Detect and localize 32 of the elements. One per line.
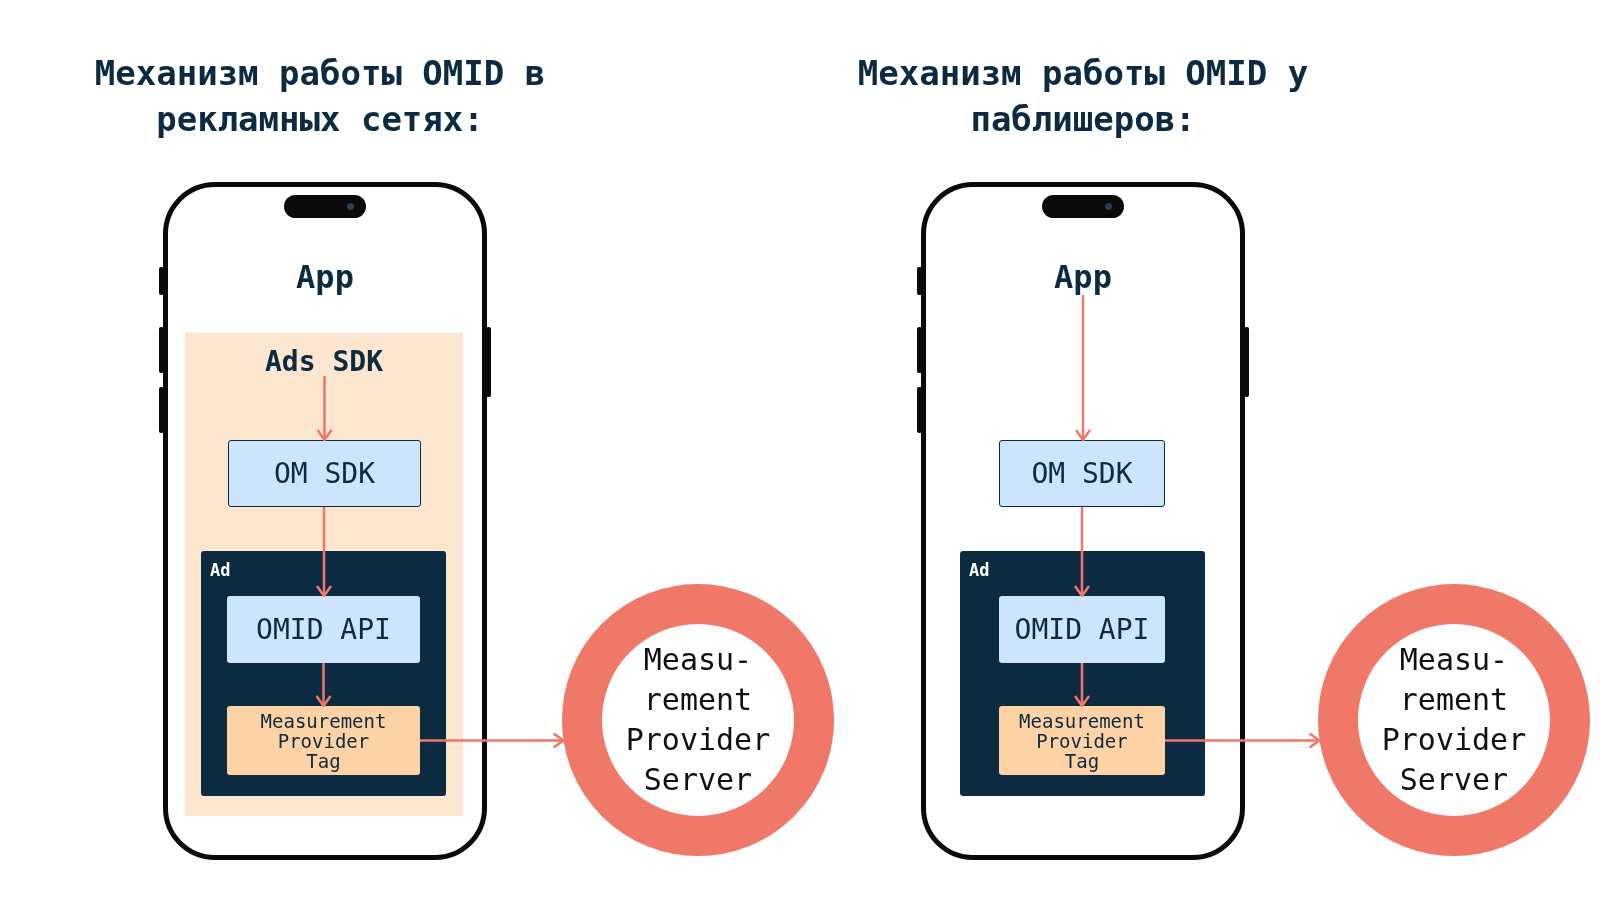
box-label: Measurement Provider Tag [1018,710,1146,771]
box-label: OM SDK [1031,457,1133,490]
arrow [420,732,565,749]
app-heading: App [1054,259,1112,295]
arrow [1074,295,1092,442]
box-label: Measurement Provider Tag [259,710,388,771]
box-label: OM SDK [273,457,376,490]
arrow [1165,732,1321,749]
diagram-heading: Механизм работы OMID у паблишеров: [856,52,1310,141]
process-box [999,440,1165,507]
panel-heading: Ad [969,560,990,580]
panel-heading: Ads SDK [264,345,384,378]
arrow [1073,663,1091,708]
process-box [227,706,420,775]
ad-panel [201,551,446,796]
app-heading: App [296,259,354,295]
arrow [316,376,333,442]
process-box [999,706,1165,775]
process-box [999,596,1165,663]
diagram-heading: Механизм работы OMID в рекламных сетях: [93,52,547,141]
ad-panel [960,551,1205,796]
arrow [1073,507,1091,598]
box-label: OMID API [256,613,391,646]
panel-heading: Ad [210,560,231,580]
process-box [228,440,421,507]
server-label: Measu- rement Provider Server [1380,641,1528,799]
arrow [315,663,332,708]
box-label: OMID API [1014,613,1150,646]
process-box [227,596,420,663]
sdk-panel [185,333,463,816]
arrow [315,507,333,598]
server-label: Measu- rement Provider Server [624,641,772,799]
